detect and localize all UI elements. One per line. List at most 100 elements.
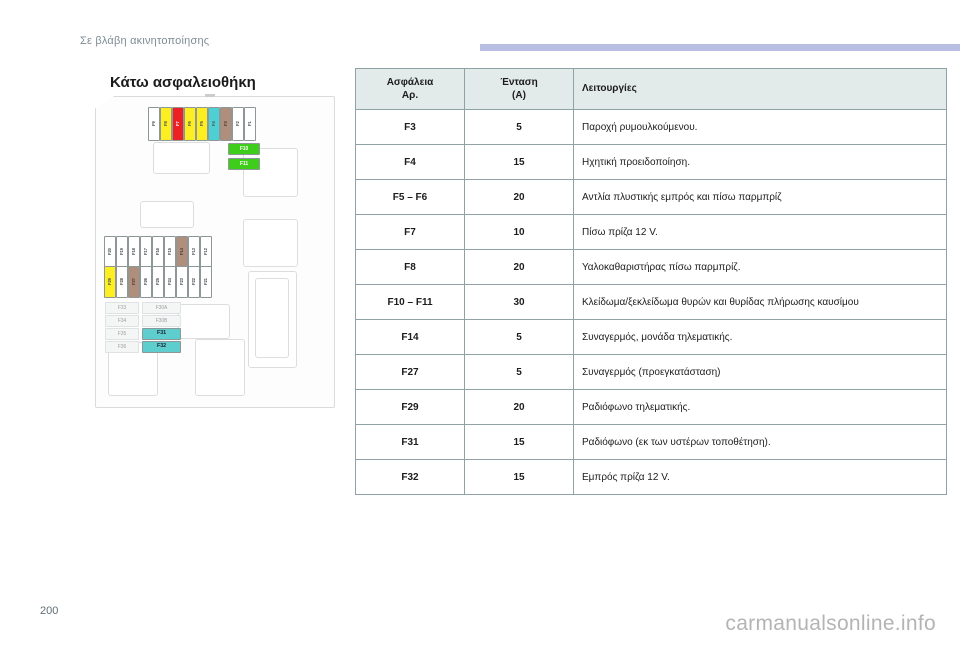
fuse-f5[interactable]: F5 bbox=[196, 107, 208, 141]
fuse-f27[interactable]: F27 bbox=[128, 266, 140, 298]
fuse-f30a[interactable]: F30A bbox=[142, 302, 181, 314]
fuse-f6[interactable]: F6 bbox=[184, 107, 196, 141]
page-number: 200 bbox=[40, 605, 59, 617]
fuse-f30b[interactable]: F30B bbox=[142, 315, 181, 327]
fuse-f33[interactable]: F33 bbox=[105, 302, 139, 314]
fuse-f12[interactable]: F12 bbox=[200, 236, 212, 268]
fuse-f18[interactable]: F18 bbox=[128, 236, 140, 268]
fuse-f7[interactable]: F7 bbox=[172, 107, 184, 141]
fuse-f23[interactable]: F23 bbox=[176, 266, 188, 298]
fuse-f4[interactable]: F4 bbox=[208, 107, 220, 141]
fuse-f17[interactable]: F17 bbox=[140, 236, 152, 268]
fuse-f11[interactable]: F11 bbox=[228, 158, 260, 170]
cell-fuse-number: F8 bbox=[355, 249, 465, 285]
slot-upper-left bbox=[153, 142, 210, 174]
fuse-f25[interactable]: F25 bbox=[152, 266, 164, 298]
cell-amperage: 5 bbox=[464, 109, 574, 145]
col-header-fuse-number: Ασφάλεια Αρ. bbox=[355, 68, 465, 110]
cell-amperage: 15 bbox=[464, 459, 574, 495]
fuse-f1[interactable]: F1 bbox=[244, 107, 256, 141]
slot-upper-right bbox=[243, 148, 298, 197]
fuse-f14[interactable]: F14 bbox=[176, 236, 188, 268]
fuse-f9[interactable]: F9 bbox=[148, 107, 160, 141]
cell-function: Συναγερμός, μονάδα τηλεματικής. bbox=[573, 319, 947, 355]
cell-function: Πίσω πρίζα 12 V. bbox=[573, 214, 947, 250]
slot-mid-right bbox=[243, 219, 298, 267]
table-header-row: Ασφάλεια Αρ. Ένταση (A) Λειτουργίες bbox=[355, 68, 947, 110]
fuse-f19[interactable]: F19 bbox=[116, 236, 128, 268]
cell-amperage: 30 bbox=[464, 284, 574, 320]
col-header-amperage-line1: Ένταση bbox=[500, 76, 538, 88]
cell-amperage: 5 bbox=[464, 319, 574, 355]
fuse-f16[interactable]: F16 bbox=[152, 236, 164, 268]
col-header-amperage: Ένταση (A) bbox=[464, 68, 574, 110]
fuse-f13[interactable]: F13 bbox=[188, 236, 200, 268]
fuse-f3[interactable]: F3 bbox=[220, 107, 232, 141]
fuse-f21[interactable]: F21 bbox=[200, 266, 212, 298]
fuse-f34[interactable]: F34 bbox=[105, 315, 139, 327]
fuse-f29[interactable]: F29 bbox=[104, 266, 116, 298]
cell-function: Ραδιόφωνο (εκ των υστέρων τοποθέτηση). bbox=[573, 424, 947, 460]
cell-function: Συναγερμός (προεγκατάσταση) bbox=[573, 354, 947, 390]
cell-fuse-number: F5 – F6 bbox=[355, 179, 465, 215]
slot-bottom-center bbox=[195, 339, 245, 396]
fuse-f2[interactable]: F2 bbox=[232, 107, 244, 141]
cell-function: Ηχητική προειδοποίηση. bbox=[573, 144, 947, 180]
cell-function: Κλείδωμα/ξεκλείδωμα θυρών και θυρίδας πλ… bbox=[573, 284, 947, 320]
cell-fuse-number: F29 bbox=[355, 389, 465, 425]
cell-amperage: 15 bbox=[464, 424, 574, 460]
cell-fuse-number: F14 bbox=[355, 319, 465, 355]
cell-amperage: 20 bbox=[464, 389, 574, 425]
fuse-f22[interactable]: F22 bbox=[188, 266, 200, 298]
cell-function: Παροχή ρυμουλκούμενου. bbox=[573, 109, 947, 145]
fuse-f35[interactable]: F35 bbox=[105, 328, 139, 340]
col-header-fuse-number-line1: Ασφάλεια bbox=[386, 76, 434, 88]
fuse-f8[interactable]: F8 bbox=[160, 107, 172, 141]
fuse-f20[interactable]: F20 bbox=[104, 236, 116, 268]
cell-fuse-number: F4 bbox=[355, 144, 465, 180]
cell-amperage: 20 bbox=[464, 249, 574, 285]
cell-fuse-number: F32 bbox=[355, 459, 465, 495]
cell-function: Αντλία πλυστικής εμπρός και πίσω παρμπρί… bbox=[573, 179, 947, 215]
cell-fuse-number: F27 bbox=[355, 354, 465, 390]
cell-fuse-number: F3 bbox=[355, 109, 465, 145]
cell-fuse-number: F10 – F11 bbox=[355, 284, 465, 320]
fuse-f31[interactable]: F31 bbox=[142, 328, 181, 340]
fuse-box-notch bbox=[205, 94, 216, 97]
cell-function: Ραδιόφωνο τηλεματικής. bbox=[573, 389, 947, 425]
fuse-f26[interactable]: F26 bbox=[140, 266, 152, 298]
header-rule bbox=[480, 44, 960, 51]
slot-lower-right-inner bbox=[255, 278, 289, 358]
cell-amperage: 20 bbox=[464, 179, 574, 215]
fuse-f32[interactable]: F32 bbox=[142, 341, 181, 353]
col-header-amperage-line2: (A) bbox=[512, 90, 526, 101]
cell-amperage: 5 bbox=[464, 354, 574, 390]
watermark: carmanualsonline.info bbox=[725, 612, 936, 635]
fuse-f36[interactable]: F36 bbox=[105, 341, 139, 353]
slot-mid-left bbox=[140, 201, 194, 228]
cell-function: Υαλοκαθαριστήρας πίσω παρμπρίζ. bbox=[573, 249, 947, 285]
fuse-f24[interactable]: F24 bbox=[164, 266, 176, 298]
fuse-f10[interactable]: F10 bbox=[228, 143, 260, 155]
cell-amperage: 15 bbox=[464, 144, 574, 180]
fuse-f15[interactable]: F15 bbox=[164, 236, 176, 268]
fuse-f28[interactable]: F28 bbox=[116, 266, 128, 298]
cell-function: Εμπρός πρίζα 12 V. bbox=[573, 459, 947, 495]
slot-bottom-mid bbox=[178, 304, 230, 339]
cell-fuse-number: F31 bbox=[355, 424, 465, 460]
lower-fuse-box-diagram: F9 F8 F7 F6 F5 F4 F3 F2 F1 F10 F11 F20 F… bbox=[95, 94, 335, 408]
